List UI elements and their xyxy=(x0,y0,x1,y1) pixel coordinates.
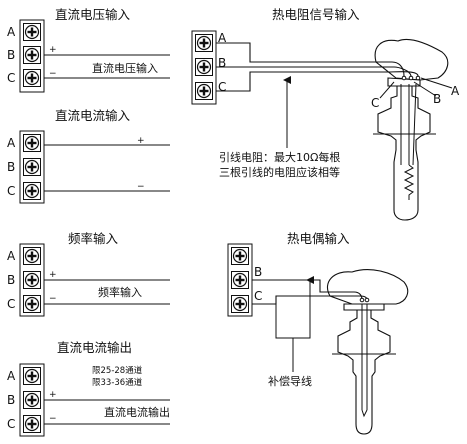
leader-line xyxy=(413,81,437,97)
terminal-label-b: B xyxy=(7,393,15,407)
signal-label: 直流电压输入 xyxy=(92,61,158,75)
section-dc-voltage: 直流电压输入 A B C + − 直流电压输入 xyxy=(7,7,170,93)
lead-resistance-note: 三根引线的电阻应该相等 xyxy=(219,165,340,179)
rtd-resistor-element xyxy=(403,164,415,200)
section-thermocouple: 热电偶输入 B C 补偿导线 xyxy=(227,231,409,435)
screw-terminal-icon xyxy=(22,270,42,290)
probe-label-c: C xyxy=(371,96,379,110)
tc-probe-body xyxy=(337,309,391,435)
terminal-label-b: B xyxy=(7,160,15,174)
terminal-label-a: A xyxy=(7,25,16,39)
terminal-label-a: A xyxy=(7,369,16,383)
screw-terminal-icon xyxy=(230,246,250,266)
screw-terminal-icon xyxy=(22,366,42,386)
tc-probe-head xyxy=(326,269,409,305)
screw-terminal-icon xyxy=(230,270,250,290)
screw-terminal-icon xyxy=(194,33,214,53)
section-title: 热电阻信号输入 xyxy=(272,7,360,22)
plus-sign: + xyxy=(49,390,57,400)
tc-probe-neck xyxy=(343,303,385,311)
screw-terminal-icon xyxy=(22,181,42,201)
section-frequency: 频率输入 A B C + − 频率输入 xyxy=(7,231,170,317)
section-title: 热电偶输入 xyxy=(287,231,350,246)
rtd-probe-head xyxy=(374,38,449,81)
screw-terminal-icon xyxy=(22,22,42,42)
terminal-label-c: C xyxy=(7,184,15,198)
terminal-label-c: C xyxy=(254,289,262,303)
terminal-label-b: B xyxy=(254,265,262,279)
section-title: 直流电流输出 xyxy=(57,340,132,355)
rtd-probe-body xyxy=(377,85,431,221)
screw-terminal-icon xyxy=(22,246,42,266)
terminal-label-c: C xyxy=(7,71,15,85)
probe-label-b: B xyxy=(433,92,441,106)
lead-resistance-note: 引线电阻：最大10Ω每根 xyxy=(219,150,340,164)
tc-lead-junction xyxy=(359,297,365,303)
screw-terminal-icon xyxy=(22,157,42,177)
comp-wire-label: 补偿导线 xyxy=(268,374,312,388)
minus-sign: − xyxy=(49,69,57,79)
tc-junction xyxy=(361,409,368,418)
signal-label: 直流电流输出 xyxy=(104,405,170,419)
channel-note: 限25-28通道 xyxy=(92,365,143,376)
terminal-label-c: C xyxy=(7,297,15,311)
screw-terminal-icon xyxy=(22,390,42,410)
rtd-lead-junction xyxy=(408,75,414,81)
rtd-lead-junction xyxy=(415,75,421,81)
plus-sign: + xyxy=(49,45,57,55)
section-title: 直流电流输入 xyxy=(55,108,131,123)
screw-terminal-icon xyxy=(194,81,214,101)
screw-terminal-icon xyxy=(22,68,42,88)
plus-sign: + xyxy=(49,270,57,280)
rtd-lead-junction xyxy=(401,75,407,81)
terminal-label-a: A xyxy=(7,249,16,263)
rtd-lead-b xyxy=(216,66,412,77)
screw-terminal-icon xyxy=(230,294,250,314)
terminal-label-a: A xyxy=(218,31,227,45)
section-title: 频率输入 xyxy=(68,231,119,246)
section-dc-current: 直流电流输入 A B C + − xyxy=(7,108,170,204)
channel-note: 限33-36通道 xyxy=(92,377,143,388)
rtd-lead-c xyxy=(216,71,419,92)
terminal-label-c: C xyxy=(7,417,15,431)
comp-wire-bracket xyxy=(275,285,311,339)
section-title: 直流电压输入 xyxy=(55,7,131,22)
terminal-label-a: A xyxy=(7,136,16,150)
minus-sign: − xyxy=(137,182,145,192)
leader-line xyxy=(379,81,395,99)
screw-terminal-icon xyxy=(22,45,42,65)
terminal-label-c: C xyxy=(218,80,226,94)
terminal-label-b: B xyxy=(7,48,15,62)
section-rtd: 热电阻信号输入 A B C C B A 引线电阻：最大1 xyxy=(191,7,460,221)
probe-label-a: A xyxy=(451,84,460,98)
signal-label: 频率输入 xyxy=(98,285,142,299)
terminal-label-b: B xyxy=(218,56,226,70)
leader-line xyxy=(420,77,453,89)
terminal-label-b: B xyxy=(7,273,15,287)
section-dc-output: 直流电流输出 A B C 限25-28通道 限33-36通道 + − 直流电流输… xyxy=(7,340,170,437)
tc-lead-junction xyxy=(364,297,370,303)
rtd-internal-wire xyxy=(412,83,417,166)
plus-sign: + xyxy=(137,136,145,146)
screw-terminal-icon xyxy=(194,57,214,77)
screw-terminal-icon xyxy=(22,294,42,314)
screw-terminal-icon xyxy=(22,133,42,153)
screw-terminal-icon xyxy=(22,414,42,434)
minus-sign: − xyxy=(49,414,57,424)
minus-sign: − xyxy=(49,294,57,304)
